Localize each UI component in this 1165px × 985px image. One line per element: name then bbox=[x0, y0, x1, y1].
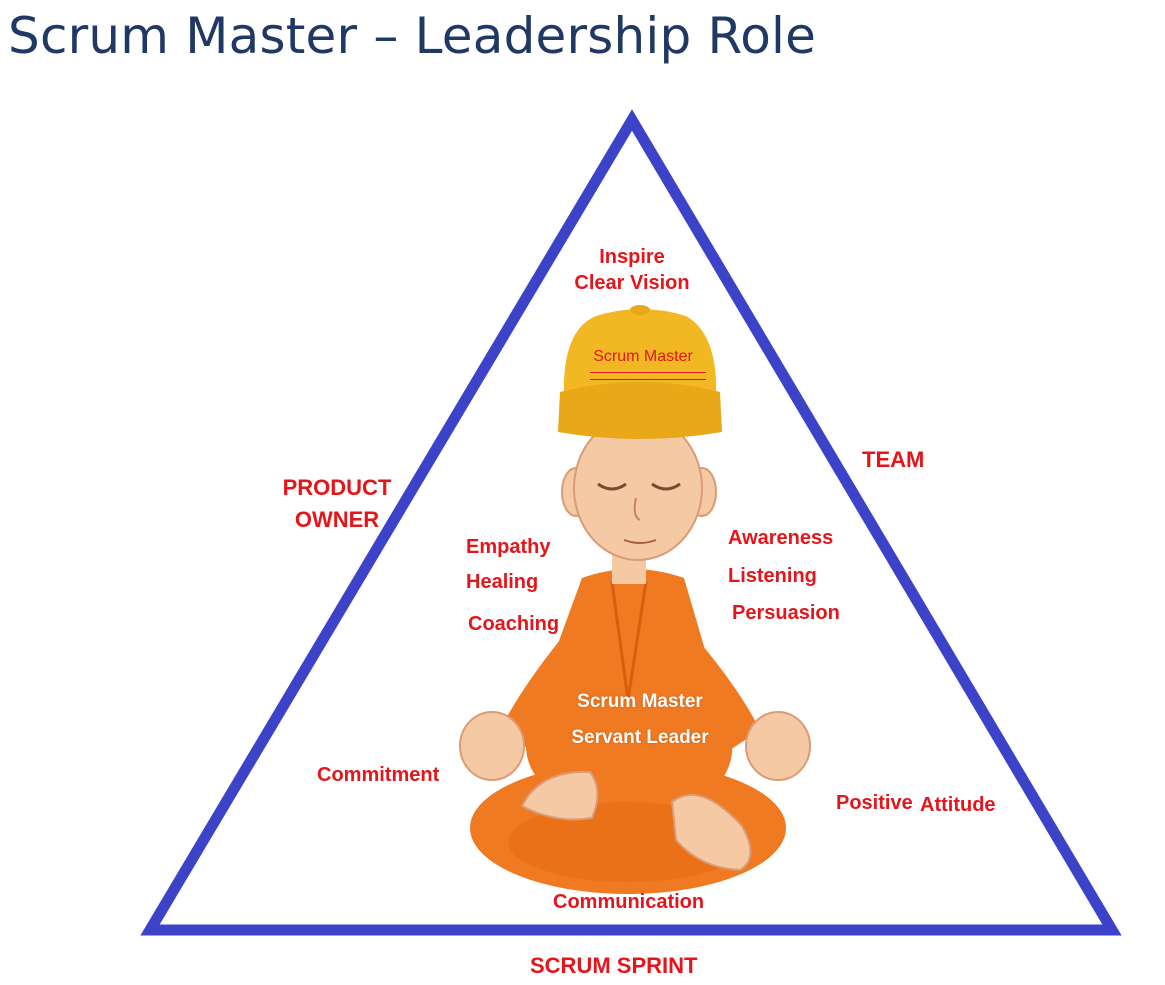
quality-positive: Positive bbox=[836, 792, 913, 814]
meditating-monk-figure bbox=[459, 305, 811, 894]
cap-text: Scrum Master bbox=[593, 348, 693, 365]
scrum-sprint-label: SCRUM SPRINT bbox=[530, 953, 698, 978]
quality-attitude: Attitude bbox=[920, 794, 996, 816]
monk-left-foot bbox=[520, 770, 599, 821]
quality-commitment: Commitment bbox=[317, 764, 440, 786]
apex-label: Inspire Clear Vision bbox=[552, 244, 712, 296]
monk-right-foot bbox=[670, 793, 752, 872]
monk-left-hand bbox=[459, 711, 525, 781]
cap-icon bbox=[563, 309, 717, 396]
monk-right-hand bbox=[745, 711, 811, 781]
page-title: Scrum Master – Leadership Role bbox=[8, 7, 817, 65]
robe-text-line-2: Servant Leader bbox=[571, 727, 709, 748]
robe-text-line-1: Scrum Master bbox=[577, 691, 703, 712]
monk-left-arm bbox=[500, 640, 572, 750]
apex-label-line-2: Clear Vision bbox=[574, 272, 690, 294]
robe-text: Scrum Master Servant Leader bbox=[560, 684, 720, 756]
quality-empathy: Empathy bbox=[466, 536, 551, 558]
apex-label-line-1: Inspire bbox=[599, 246, 665, 268]
quality-communication: Communication bbox=[553, 891, 705, 913]
quality-listening: Listening bbox=[728, 565, 817, 587]
quality-healing: Healing bbox=[466, 571, 539, 593]
quality-coaching: Coaching bbox=[468, 613, 560, 635]
quality-awareness: Awareness bbox=[728, 527, 834, 549]
product-owner-line-1: PRODUCT bbox=[282, 475, 392, 500]
product-owner-line-2: OWNER bbox=[294, 507, 380, 532]
leadership-triangle bbox=[140, 109, 1122, 936]
quality-persuasion: Persuasion bbox=[732, 602, 840, 624]
monk-right-arm bbox=[688, 640, 760, 750]
cap-underline bbox=[590, 372, 706, 380]
product-owner-label: PRODUCT OWNER bbox=[262, 472, 412, 536]
team-label: TEAM bbox=[862, 447, 925, 472]
